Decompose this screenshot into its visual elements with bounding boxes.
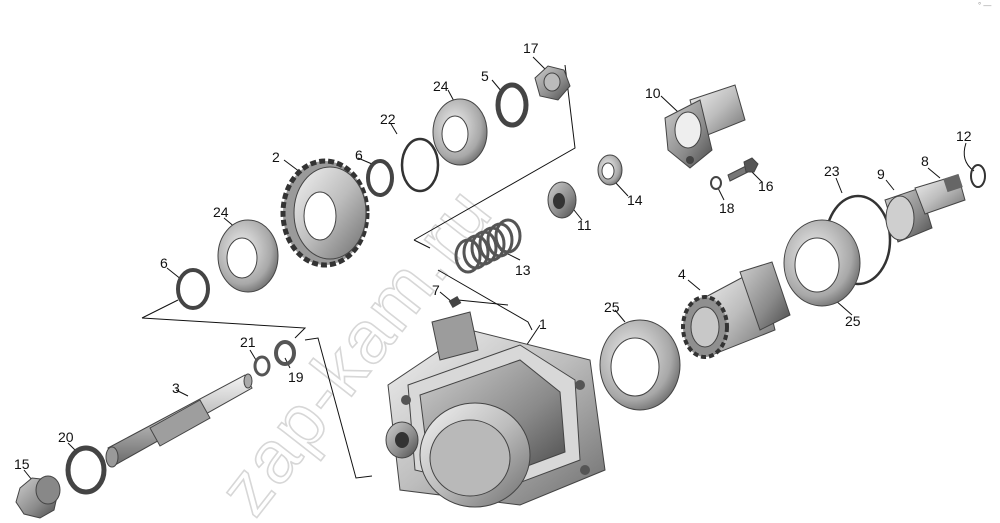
label-part-3: 3 [172, 380, 180, 396]
label-part-25-left: 25 [604, 299, 620, 315]
label-part-12: 12 [956, 128, 972, 144]
bolt-part-16 [727, 157, 759, 182]
label-part-13: 13 [515, 262, 531, 278]
label-part-1: 1 [539, 316, 547, 332]
pin-part-7 [448, 296, 462, 308]
washer-part-6-upper [366, 159, 394, 197]
bushing-part-11 [547, 181, 577, 219]
label-part-20: 20 [58, 429, 74, 445]
label-part-2: 2 [272, 149, 280, 165]
label-part-22: 22 [380, 111, 396, 127]
corner-mark: ° — [978, 1, 991, 10]
label-part-16: 16 [758, 178, 774, 194]
gear-part-2 [280, 158, 370, 268]
bearing-part-24-lower [217, 219, 279, 293]
ring-part-19 [274, 340, 296, 366]
label-part-11: 11 [577, 217, 592, 233]
washer-part-6-lower [176, 268, 210, 310]
ring-part-21 [253, 355, 271, 377]
label-part-6-lower: 6 [160, 255, 168, 271]
plug-part-15 [15, 475, 61, 519]
spring-part-13 [454, 218, 522, 274]
end-shaft-part-8 [914, 173, 966, 215]
label-part-10: 10 [645, 85, 661, 101]
label-part-14: 14 [627, 192, 643, 208]
washer-part-20 [65, 445, 107, 495]
label-part-23: 23 [824, 163, 840, 179]
label-part-8: 8 [921, 153, 929, 169]
label-part-7: 7 [432, 282, 440, 298]
label-part-19: 19 [288, 369, 304, 385]
label-part-21: 21 [240, 334, 256, 350]
nut-part-17 [534, 65, 571, 101]
label-part-25-right: 25 [845, 313, 861, 329]
label-part-24-lower: 24 [213, 204, 229, 220]
washer-part-18 [710, 176, 722, 190]
label-part-24-upper: 24 [433, 78, 449, 94]
label-part-15: 15 [14, 456, 30, 472]
label-part-17: 17 [523, 40, 539, 56]
washer-part-5 [495, 82, 529, 128]
flange-part-10 [664, 84, 746, 169]
part-labels: 1 2 3 4 5 6 6 7 8 9 10 11 12 13 14 15 16… [14, 40, 972, 472]
bearing-part-25-right [783, 219, 861, 307]
bearing-part-24-upper [432, 98, 488, 166]
label-part-4: 4 [678, 266, 686, 282]
bearing-part-25-left [599, 319, 681, 411]
label-part-9: 9 [877, 166, 885, 182]
label-part-5: 5 [481, 68, 489, 84]
seal-part-14 [597, 154, 623, 186]
circlip-part-22 [400, 137, 440, 193]
gear-shaft-part-4 [681, 261, 791, 359]
housing-part-1 [385, 311, 606, 508]
shaft-part-3 [105, 373, 253, 468]
label-part-18: 18 [719, 200, 735, 216]
label-part-6-upper: 6 [355, 147, 363, 163]
circlip-part-12 [970, 164, 986, 188]
